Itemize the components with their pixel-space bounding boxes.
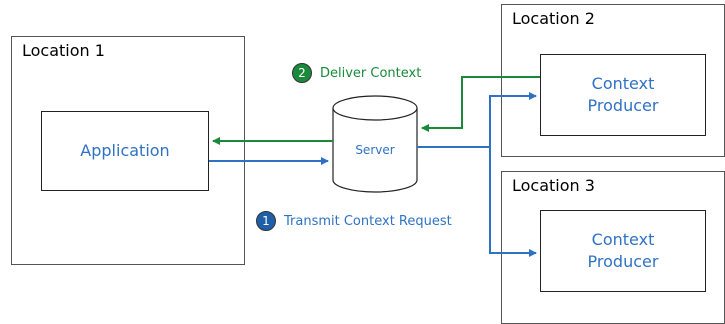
- step-1-label: Transmit Context Request: [284, 213, 452, 229]
- context-producer-box-location-2: Context Producer: [540, 54, 706, 136]
- location-1-title: Location 1: [22, 41, 105, 60]
- step-deliver-context: 2 Deliver Context: [292, 63, 421, 83]
- context-producer-label-location-2: Context Producer: [587, 74, 659, 115]
- step-2-badge: 2: [292, 63, 312, 83]
- step-2-label: Deliver Context: [320, 65, 422, 81]
- context-producer-label-location-3: Context Producer: [587, 230, 659, 271]
- location-3-title: Location 3: [512, 176, 595, 195]
- context-producer-box-location-3: Context Producer: [540, 210, 706, 292]
- transmit-arrow-server-to-producer-2: [417, 92, 537, 148]
- step-1-badge: 1: [256, 211, 276, 231]
- deliver-arrow-producer-to-server: [421, 76, 540, 132]
- location-2-title: Location 2: [512, 9, 595, 28]
- step-transmit-context-request: 1 Transmit Context Request: [256, 211, 452, 231]
- transmit-arrow-server-to-producer-3: [489, 147, 537, 257]
- application-label: Application: [80, 141, 170, 160]
- application-box: Application: [41, 111, 209, 191]
- server-label: Server: [355, 143, 395, 157]
- server-cylinder: [332, 95, 418, 193]
